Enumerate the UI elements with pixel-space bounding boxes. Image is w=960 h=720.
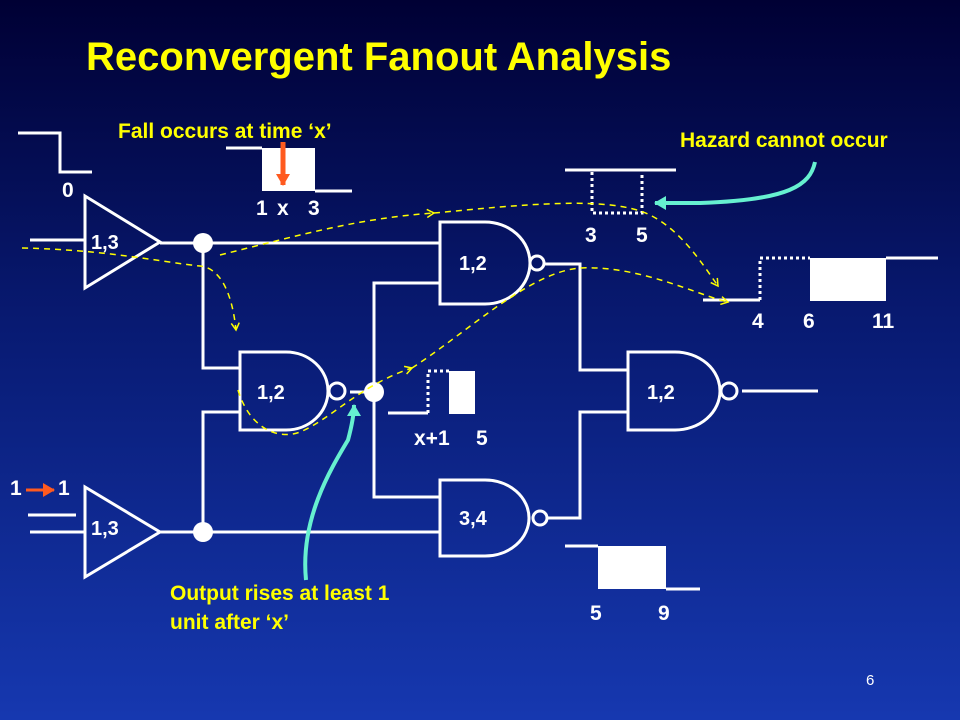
input-bottom-to: 1 bbox=[58, 477, 70, 500]
callout-output-line2: unit after ‘x’ bbox=[170, 611, 290, 634]
input-waveform-top bbox=[18, 131, 92, 174]
waveform-fall bbox=[226, 142, 352, 193]
input-bottom-from: 1 bbox=[10, 477, 22, 500]
output-label-6: 6 bbox=[803, 310, 815, 333]
nand-middle-label: 1,2 bbox=[257, 382, 285, 404]
middle-label-x1: x+1 bbox=[414, 427, 450, 450]
middle-label-5: 5 bbox=[476, 427, 488, 450]
callout-output-line1: Output rises at least 1 bbox=[170, 582, 390, 605]
buffer-top bbox=[83, 193, 163, 291]
waveform-output-right bbox=[703, 256, 938, 302]
hazard-label-5: 5 bbox=[636, 224, 648, 247]
slide-title: Reconvergent Fanout Analysis bbox=[86, 35, 672, 79]
output-callout-arrow bbox=[303, 404, 361, 581]
nand-gate-bottom bbox=[438, 478, 549, 558]
nand-gate-top bbox=[438, 220, 546, 306]
output-label-11: 11 bbox=[872, 310, 895, 333]
hazard-label-3: 3 bbox=[585, 224, 597, 247]
nand-right-label: 1,2 bbox=[647, 382, 675, 404]
fall-label-3: 3 bbox=[308, 197, 320, 220]
input-top-value: 0 bbox=[62, 179, 74, 202]
nand-bottom-label: 3,4 bbox=[459, 508, 487, 530]
nand-top-label: 1,2 bbox=[459, 253, 487, 275]
propagation-paths bbox=[21, 202, 730, 436]
buffer-top-label: 1,3 bbox=[91, 232, 119, 254]
nand-gate-middle bbox=[238, 350, 347, 432]
junction-dot-top bbox=[193, 233, 213, 253]
nand-gate-right bbox=[626, 350, 739, 432]
callout-fall: Fall occurs at time ‘x’ bbox=[118, 120, 332, 143]
fall-label-1: 1 bbox=[256, 197, 268, 220]
junction-dot-bottom bbox=[193, 522, 213, 542]
hazard-callout-arrow bbox=[654, 161, 817, 210]
junction-dot-middle bbox=[364, 382, 384, 402]
fall-label-x: x bbox=[277, 197, 289, 220]
output-label-4: 4 bbox=[752, 310, 764, 333]
waveform-bottom bbox=[565, 544, 700, 591]
buffer-bottom-label: 1,3 bbox=[91, 518, 119, 540]
waveform-hazard bbox=[565, 168, 676, 215]
page-number: 6 bbox=[866, 672, 875, 689]
waveform-middle bbox=[388, 369, 475, 415]
bottom-label-5: 5 bbox=[590, 602, 602, 625]
bottom-label-9: 9 bbox=[658, 602, 670, 625]
callout-hazard: Hazard cannot occur bbox=[680, 129, 888, 152]
wires bbox=[30, 238, 818, 534]
